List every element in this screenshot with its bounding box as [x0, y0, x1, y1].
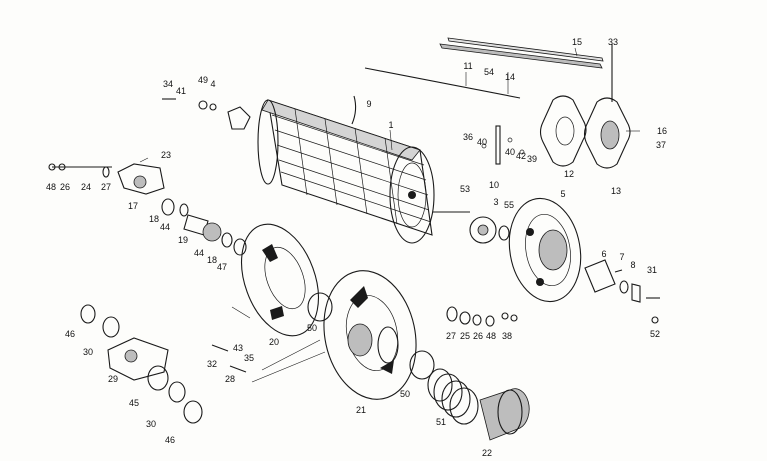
- callout: 55: [504, 200, 514, 210]
- callout: 27: [446, 331, 456, 341]
- knife-bars: [439, 37, 613, 102]
- callout: 41: [176, 86, 186, 96]
- callout: 5: [560, 189, 565, 199]
- callout: 51: [436, 417, 446, 427]
- callout: 26: [473, 331, 483, 341]
- callout: 31: [647, 265, 657, 275]
- pulley-5: [508, 197, 582, 303]
- callout: 34: [163, 79, 173, 89]
- callout: 20: [269, 337, 279, 347]
- callout: 43: [233, 343, 243, 353]
- callout: 44: [194, 248, 204, 258]
- callout: 37: [656, 140, 666, 150]
- callout: 6: [601, 249, 606, 259]
- callout: 18: [207, 255, 217, 265]
- hub-assembly: [80, 304, 247, 424]
- callout: 18: [149, 214, 159, 224]
- callout: 49: [198, 75, 208, 85]
- callout: 9: [366, 99, 371, 109]
- callout: 48: [486, 331, 496, 341]
- callout: 35: [244, 353, 254, 363]
- callout: 44: [160, 222, 170, 232]
- callout: 21: [356, 405, 366, 415]
- callout: 53: [460, 184, 470, 194]
- drum-assembly: [257, 67, 521, 244]
- flanges: [539, 95, 631, 169]
- callout: 24: [81, 182, 91, 192]
- callout: 46: [65, 329, 75, 339]
- callout: 52: [650, 329, 660, 339]
- small-hardware: [162, 95, 525, 165]
- callout: 39: [527, 154, 537, 164]
- callout: 15: [572, 37, 582, 47]
- disc-21: [323, 270, 417, 400]
- callout: 16: [657, 126, 667, 136]
- callout: 25: [460, 331, 470, 341]
- callout: 19: [178, 235, 188, 245]
- callout: 11: [463, 61, 472, 71]
- callout: 10: [489, 180, 499, 190]
- callout: 50: [307, 323, 317, 333]
- callout: 36: [463, 132, 473, 142]
- callout: 48: [46, 182, 56, 192]
- callout: 29: [108, 374, 118, 384]
- callout: 27: [101, 182, 111, 192]
- callout-labels: 1 3 4 5 6 7 8 9 10 11 12 13 14 15 16 17 …: [46, 37, 667, 458]
- callout: 33: [608, 37, 618, 47]
- disc-20: [241, 223, 333, 337]
- callout: 8: [630, 260, 635, 270]
- callout: 23: [161, 150, 171, 160]
- callout: 26: [60, 182, 70, 192]
- callout: 45: [129, 398, 139, 408]
- pin-assembly: [584, 259, 660, 324]
- callout: 40: [477, 137, 487, 147]
- leader-lines: [139, 47, 640, 383]
- callout: 4: [210, 79, 215, 89]
- callout: 50: [400, 389, 410, 399]
- callout: 30: [146, 419, 156, 429]
- callout: 54: [484, 67, 494, 77]
- callout: 14: [505, 72, 515, 82]
- callout: 1: [388, 120, 393, 130]
- left-shaft: [48, 163, 247, 256]
- callout: 40: [505, 147, 515, 157]
- callout: 13: [611, 186, 621, 196]
- callout: 32: [207, 359, 217, 369]
- callout: 17: [128, 201, 138, 211]
- callout: 46: [165, 435, 175, 445]
- callout: 42: [516, 151, 526, 161]
- callout: 38: [502, 331, 512, 341]
- callout: 28: [225, 374, 235, 384]
- bellows-and-collar: [409, 350, 530, 441]
- gear-3: [469, 216, 510, 244]
- small-parts-right: [446, 306, 518, 327]
- callout: 3: [493, 197, 498, 207]
- callout: 7: [619, 252, 624, 262]
- callout: 12: [564, 169, 574, 179]
- callout: 47: [217, 262, 227, 272]
- callout: 22: [482, 448, 492, 458]
- callout: 30: [83, 347, 93, 357]
